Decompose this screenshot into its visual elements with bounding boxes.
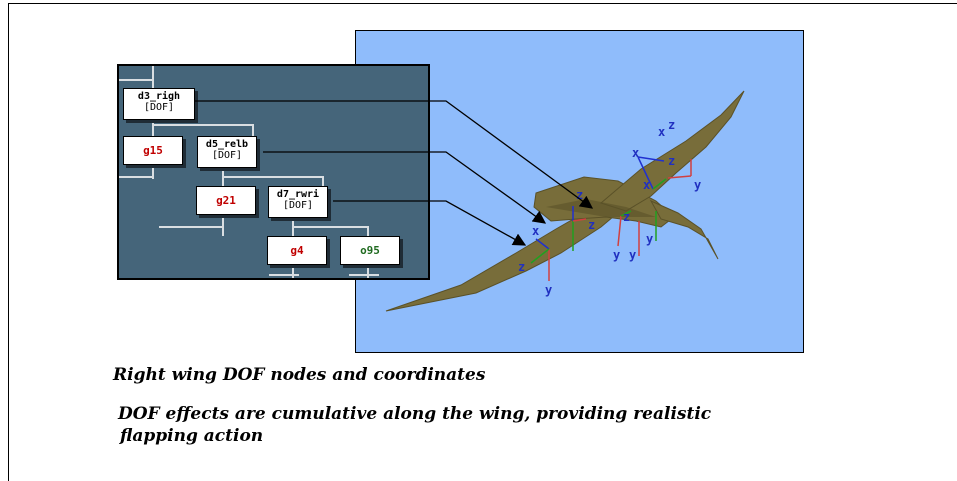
caption-line-2: flapping action [120, 426, 264, 446]
node-name: d5_relb [205, 139, 249, 150]
leaf-label: g15 [143, 144, 163, 157]
left-wing [599, 90, 745, 212]
axis-label-x: x [643, 178, 650, 192]
axis-label-y: y [613, 248, 620, 262]
frame-left-rule [8, 3, 9, 481]
axis-label-x: x [632, 146, 639, 160]
axis-label-y: y [694, 178, 701, 192]
geometry-node-g21[interactable]: g21 [196, 186, 256, 215]
axis-label-z: z [576, 188, 583, 202]
axis-label-z: z [518, 260, 525, 274]
axis-label-x: x [532, 224, 539, 238]
object-node-o95[interactable]: o95 [340, 236, 400, 265]
geometry-node-g15[interactable]: g15 [123, 136, 183, 165]
figure-caption-description: DOF effects are cumulative along the win… [118, 403, 818, 447]
axis-label-z: z [668, 118, 675, 132]
node-name: d7_rwri [276, 189, 320, 200]
pterosaur-model: x y z z z z y y x x z z x y y [385, 90, 745, 312]
node-type: [DOF] [211, 150, 243, 161]
dof-node-d3-righ[interactable]: d3_righ [DOF] [123, 88, 195, 120]
frame-top-rule [8, 3, 957, 4]
leaf-label: o95 [360, 244, 380, 257]
node-type: [DOF] [143, 102, 175, 113]
head-crest [649, 199, 719, 260]
leader-line-d3-righ [195, 100, 594, 209]
axes-group [530, 156, 692, 281]
axis-label-y: y [629, 248, 636, 262]
leader-line-d5-relb [263, 151, 547, 224]
dof-node-d7-rwri[interactable]: d7_rwri [DOF] [268, 186, 328, 218]
figure-caption-title: Right wing DOF nodes and coordinates [113, 365, 486, 385]
leaf-label: g4 [290, 244, 304, 257]
dof-node-d5-relb[interactable]: d5_relb [DOF] [197, 136, 257, 168]
scene-graph-panel: d3_righ [DOF] g15 d5_relb [DOF] g21 d7_r… [117, 64, 430, 280]
node-type: [DOF] [282, 200, 314, 211]
axis-label-y: y [545, 283, 552, 297]
node-name: d3_righ [137, 91, 181, 102]
leaf-label: g21 [216, 194, 236, 207]
leader-line-d7-rwri [333, 200, 527, 246]
axis-label-x: x [658, 125, 665, 139]
axis-label-z: z [588, 218, 595, 232]
caption-line-1: DOF effects are cumulative along the win… [118, 404, 712, 424]
axis-label-z: z [668, 154, 675, 168]
axis-label-y: y [646, 232, 653, 246]
geometry-node-g4[interactable]: g4 [267, 236, 327, 265]
axis-label-z: z [623, 210, 630, 224]
